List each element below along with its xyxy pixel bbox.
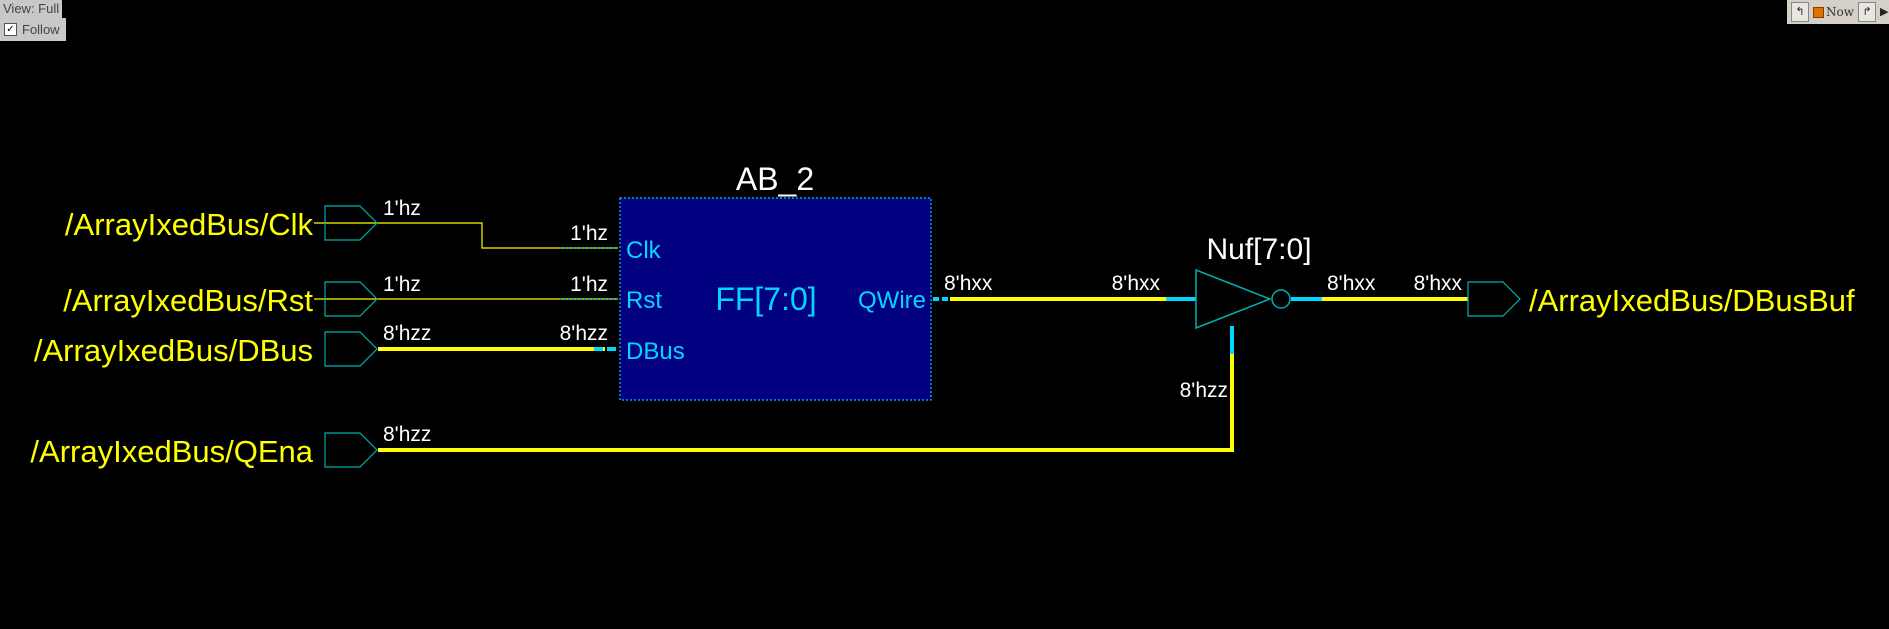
back-arrow-icon[interactable]: ↰ <box>1791 2 1809 22</box>
clk-pin-value: 1'hz <box>570 222 608 245</box>
dbusbuf-port[interactable] <box>1467 281 1521 317</box>
dbus-port[interactable] <box>324 331 378 367</box>
qena-enable-value: 8'hzz <box>1180 379 1228 402</box>
dbus-in-value: 8'hzz <box>383 322 431 345</box>
buffer-symbol[interactable] <box>1195 268 1273 330</box>
forward-arrow-icon[interactable]: ↱ <box>1858 2 1876 22</box>
qwire-pin-label: QWire <box>858 287 926 314</box>
buf-in-value: 8'hxx <box>1112 272 1161 295</box>
qwire-out-value: 8'hxx <box>944 272 993 295</box>
now-button[interactable]: Now <box>1813 5 1854 19</box>
qena-port-label[interactable]: /ArrayIxedBus/QEna <box>30 434 313 469</box>
buffer-name-label: Nuf[7:0] <box>1206 233 1311 266</box>
block-name-label: FF[7:0] <box>715 281 816 317</box>
follow-label: Follow <box>22 22 60 37</box>
rst-pin-value: 1'hz <box>570 273 608 296</box>
block-instance-label: AB_2 <box>736 161 814 197</box>
ff-block[interactable] <box>619 197 932 401</box>
toolbar: ↰ Now ↱ ▶ <box>1787 0 1889 24</box>
dbus-pin-label: DBus <box>626 338 685 365</box>
clk-port[interactable] <box>324 205 378 241</box>
now-label: Now <box>1826 5 1854 19</box>
follow-checkbox[interactable]: ✓ <box>4 23 17 36</box>
buf-out-value: 8'hxx <box>1327 272 1376 295</box>
now-marker-icon <box>1813 6 1824 18</box>
rst-port[interactable] <box>324 281 378 317</box>
dbus-pin-value: 8'hzz <box>560 322 608 345</box>
rst-port-label[interactable]: /ArrayIxedBus/Rst <box>63 283 313 318</box>
rst-in-value: 1'hz <box>383 273 421 296</box>
rst-pin-label: Rst <box>626 287 662 314</box>
qena-port[interactable] <box>324 432 378 468</box>
dbusbuf-port-label[interactable]: /ArrayIxedBus/DBusBuf <box>1529 283 1855 318</box>
clk-in-value: 1'hz <box>383 197 421 220</box>
qena-wire[interactable] <box>378 354 1234 452</box>
qena-in-value: 8'hzz <box>383 423 431 446</box>
buffer-inverter-bubble <box>1271 289 1291 309</box>
dbus-port-label[interactable]: /ArrayIxedBus/DBus <box>34 333 313 368</box>
play-arrow-icon[interactable]: ▶ <box>1880 6 1889 18</box>
clk-pin-label: Clk <box>626 237 662 264</box>
follow-toggle[interactable]: ✓ Follow <box>0 18 66 41</box>
clk-wire[interactable] <box>314 222 618 249</box>
view-mode-label: View: Full <box>0 0 63 18</box>
dbusbuf-out-value: 8'hxx <box>1414 272 1463 295</box>
clk-port-label[interactable]: /ArrayIxedBus/Clk <box>65 207 314 242</box>
